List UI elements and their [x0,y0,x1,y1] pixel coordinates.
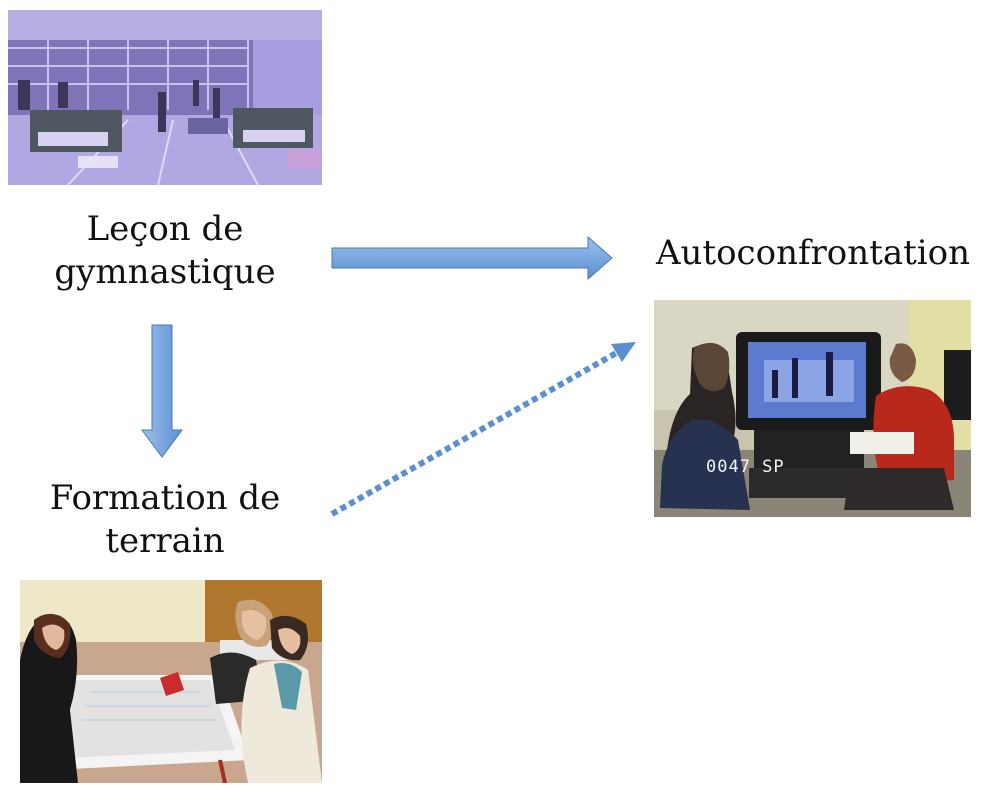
vcr-counter-overlay: 0047 SP [706,457,785,477]
training-label: Formation de terrain [15,477,315,563]
dotted-arrow-head [611,342,636,362]
training-label-line2: terrain [105,521,225,561]
training-label-line1: Formation de [49,478,281,518]
lesson-label: Leçon de gymnastique [20,208,310,294]
gymnastics-lesson-photo [8,10,322,185]
arrow-lesson-to-autoconfrontation [331,235,613,281]
lesson-label-line1: Leçon de [86,209,244,249]
autoconfrontation-photo: 0047 SP [654,300,971,517]
dotted-arrow-training-to-autoconfrontation [330,349,620,517]
autoconfrontation-label: Autoconfrontation [655,233,971,273]
arrow-lesson-to-training [141,324,183,458]
field-training-photo [20,580,322,783]
lesson-label-line2: gymnastique [54,252,276,292]
